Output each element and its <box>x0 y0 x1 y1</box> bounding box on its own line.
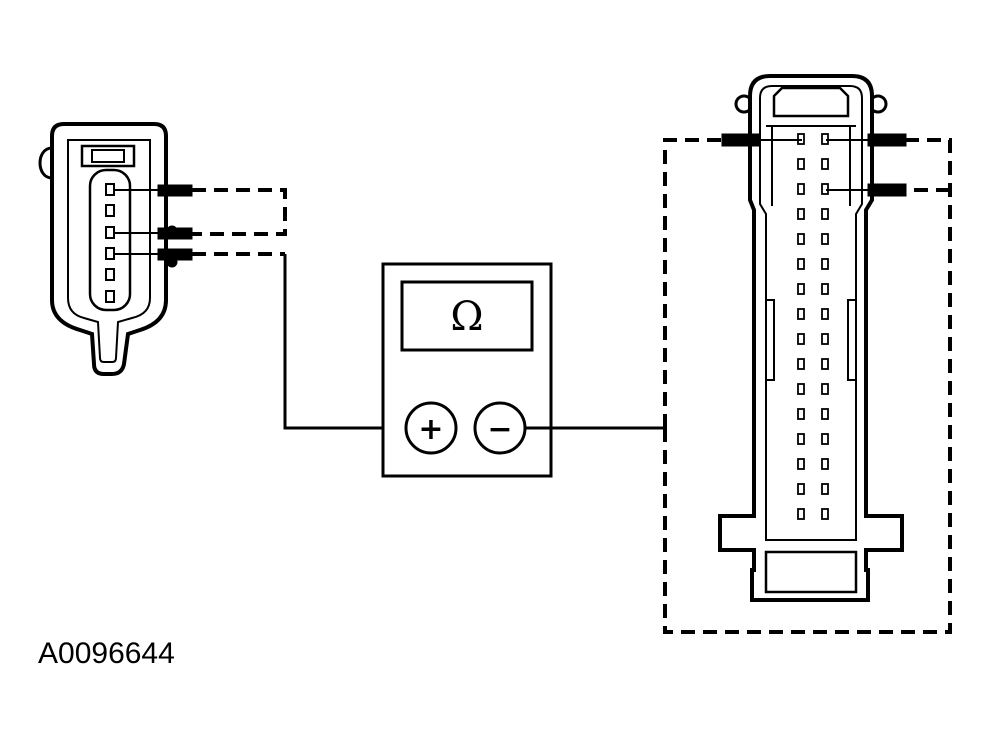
pin <box>105 268 115 281</box>
pin <box>797 208 805 220</box>
pin <box>821 508 829 520</box>
reference-code: A0096644 <box>38 637 175 670</box>
pin <box>797 158 805 170</box>
small-connector-tab <box>38 146 53 180</box>
pin <box>821 208 829 220</box>
small-connector-dashed-leads <box>192 188 287 256</box>
probe-tip-icon <box>157 184 193 197</box>
pin <box>797 258 805 270</box>
large-connector-latch <box>772 86 850 118</box>
large-connector <box>718 74 904 602</box>
pin <box>105 204 115 217</box>
large-connector-dashed-loop <box>663 138 952 634</box>
pin <box>797 383 805 395</box>
pin <box>821 233 829 245</box>
large-connector-outline <box>718 74 904 602</box>
pin <box>821 158 829 170</box>
pin <box>821 433 829 445</box>
pin <box>797 483 805 495</box>
probe-tip-icon <box>867 183 907 197</box>
pin <box>797 458 805 470</box>
small-connector-probes <box>114 184 193 268</box>
ohmmeter-display-symbol: Ω <box>450 294 483 340</box>
pin <box>821 308 829 320</box>
large-connector-collar <box>764 550 858 594</box>
pin <box>797 183 805 195</box>
pin <box>797 283 805 295</box>
pin <box>821 258 829 270</box>
pin <box>821 408 829 420</box>
small-connector-latch <box>80 144 136 168</box>
pin <box>797 433 805 445</box>
positive-terminal <box>404 401 458 455</box>
pin <box>105 290 115 303</box>
probe-tip-icon <box>157 248 193 261</box>
pin <box>797 358 805 370</box>
ohmmeter: Ω + − <box>381 262 553 478</box>
small-connector-latch-inner <box>91 149 125 163</box>
probe-tip-icon <box>721 133 761 147</box>
pin <box>821 333 829 345</box>
small-connector <box>38 122 168 376</box>
positive-test-lead <box>283 254 406 430</box>
large-connector-inner <box>759 85 863 541</box>
large-connector-probes <box>721 133 907 197</box>
positive-terminal-label: + <box>418 412 443 447</box>
pin <box>821 458 829 470</box>
negative-terminal-label: − <box>487 412 512 447</box>
pin <box>821 383 829 395</box>
pin <box>821 283 829 295</box>
pin <box>797 408 805 420</box>
small-connector-cavity <box>88 168 132 312</box>
probe-tip-icon <box>867 133 907 147</box>
pin <box>821 483 829 495</box>
pin <box>797 233 805 245</box>
small-connector-inner <box>67 139 151 363</box>
ohmmeter-display <box>400 280 534 352</box>
pin <box>797 333 805 345</box>
pin <box>797 308 805 320</box>
pin <box>821 358 829 370</box>
pin <box>797 508 805 520</box>
